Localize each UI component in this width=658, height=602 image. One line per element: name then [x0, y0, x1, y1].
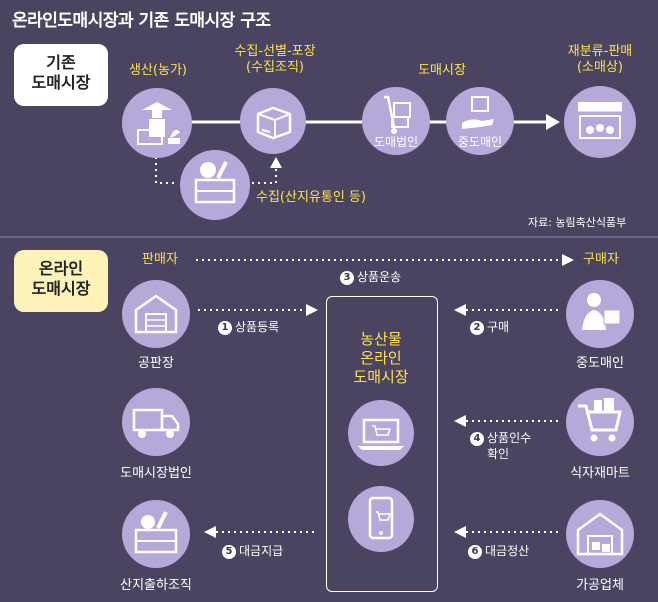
middle-wholesaler-label: 중도매인 [457, 135, 503, 149]
step-buy-number: 2 [470, 320, 484, 335]
vegetable-crate-icon [194, 161, 236, 204]
buyer-circle-middle-wholesaler [566, 280, 634, 348]
collection-header-line2: (수집조직) [246, 60, 304, 75]
online-label-line2: 도매시장 [31, 279, 91, 298]
buyer-label-middle-wholesaler: 중도매인 [576, 356, 624, 371]
seller-circle-local-shipper [122, 500, 190, 568]
production-circle [122, 88, 192, 158]
phone-circle [348, 486, 414, 552]
hand-box-icon [462, 96, 494, 129]
seller-label-wholesale-corp: 도매시장법인 [120, 466, 192, 481]
truck-icon [132, 408, 180, 438]
existing-label-line2: 도매시장 [31, 73, 91, 92]
local-collector-label: 수집(산지유통인 등) [256, 190, 366, 205]
produce-crate-icon [134, 511, 178, 554]
box-icon [256, 106, 292, 140]
page-title: 온라인도매시장과 기존 도매시장 구조 [12, 11, 271, 31]
collection-circle [240, 88, 306, 154]
farmer-icon [137, 102, 180, 145]
step-receive-label-line2: 확인 [487, 447, 510, 461]
step-receive-label-line1: 상품인수 [487, 431, 532, 445]
buyer-circle-grocery-mart [566, 388, 634, 456]
online-section-label: 온라인 도매시장 [14, 250, 108, 312]
source-note: 자료: 농림축산식품부 [528, 216, 627, 229]
buyer-circle-processor [566, 500, 634, 568]
step-transport-number: 3 [340, 270, 354, 285]
shopping-cart-icon [578, 398, 622, 442]
online-label-line1: 온라인 [38, 259, 84, 278]
shop-icon [578, 102, 622, 139]
step-pay-label: 대금지급 [239, 544, 284, 558]
laptop-circle [348, 400, 414, 466]
step-register-number: 1 [218, 320, 232, 335]
step-receive-number: 4 [470, 431, 484, 446]
step-pay-number: 5 [222, 544, 236, 559]
middle-wholesaler-circle: 중도매인 [446, 87, 514, 155]
step-buy-label: 구매 [487, 320, 510, 334]
laptop-cart-icon [358, 418, 404, 450]
online-market-box [326, 296, 438, 592]
market-title-line3: 도매시장 [353, 368, 409, 386]
market-title-line2: 온라인 [360, 349, 402, 367]
wholesale-corp-label: 도매법인 [373, 135, 419, 149]
retail-header: 재분류-판매 (소매상) [550, 44, 650, 76]
buyer-header: 구매자 [583, 252, 619, 267]
step-settle-label: 대금정산 [485, 544, 530, 558]
existing-section-label: 기존 도매시장 [14, 44, 108, 106]
phone-cart-icon [368, 496, 394, 540]
collection-header: 수집-선별-포장 (수집조직) [220, 44, 330, 76]
step-transport-label: 상품운송 [357, 270, 402, 284]
existing-flow-lines [155, 114, 560, 184]
hand-truck-icon [384, 95, 411, 134]
step-register-label: 상품등록 [235, 320, 280, 334]
production-label: 생산(농가) [129, 63, 187, 78]
seller-label-auction-house: 공판장 [138, 356, 174, 371]
seller-header: 판매자 [142, 252, 178, 267]
wholesale-header: 도매시장 [418, 63, 466, 78]
retail-circle [564, 86, 636, 158]
factory-warehouse-icon [576, 512, 624, 556]
wholesale-corp-circle: 도매법인 [362, 87, 430, 155]
seller-circle-auction-house [122, 280, 190, 348]
delivery-person-icon [582, 293, 621, 330]
seller-label-local-shipper: 산지출하조직 [120, 578, 192, 593]
section-divider [0, 236, 658, 238]
existing-label-line1: 기존 [46, 53, 76, 72]
online-market-title: 농산물 온라인 도매시장 [326, 330, 436, 387]
step-settle-number: 6 [468, 544, 482, 559]
local-collector-circle [180, 150, 250, 220]
retail-header-line2: (소매상) [576, 60, 624, 75]
warehouse-icon [134, 294, 178, 334]
collection-header-line1: 수집-선별-포장 [234, 44, 316, 59]
retail-header-line1: 재분류-판매 [567, 44, 633, 59]
buyer-label-processor: 가공업체 [576, 578, 624, 593]
market-title-line1: 농산물 [360, 330, 402, 348]
buyer-label-grocery-mart: 식자재마트 [570, 466, 630, 481]
seller-circle-wholesale-corp [122, 388, 190, 456]
